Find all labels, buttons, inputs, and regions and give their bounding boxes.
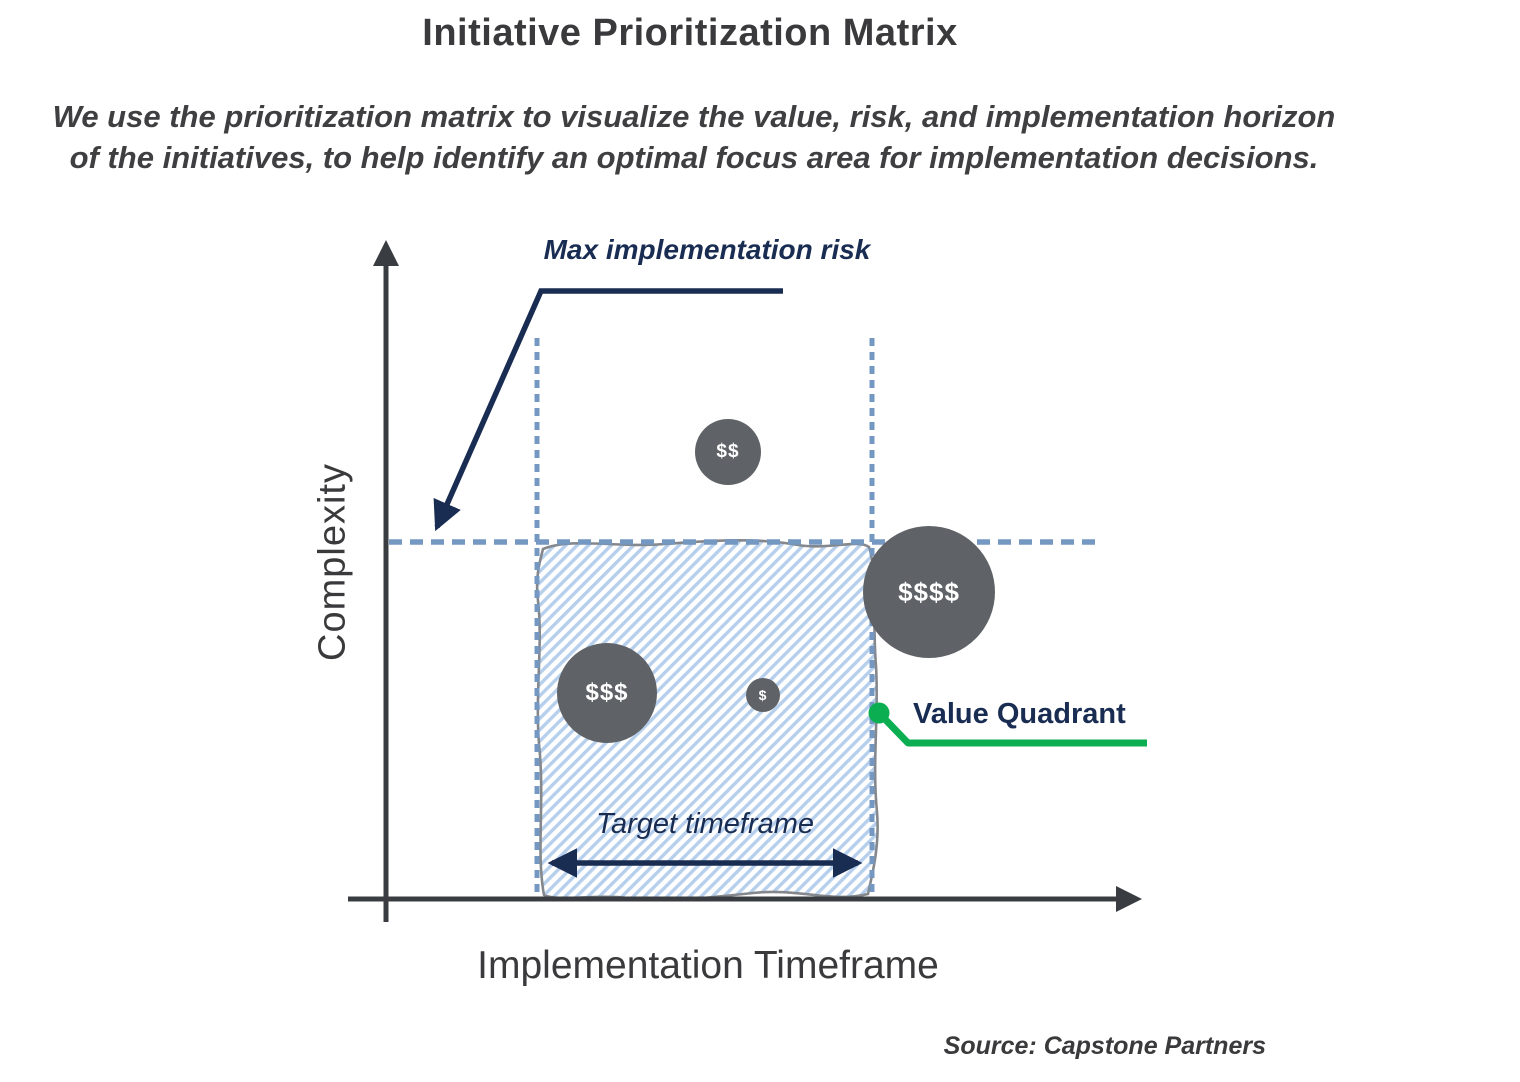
description-line-1: We use the prioritization matrix to visu… — [52, 99, 1336, 134]
initiative-bubble-2dollar: $$ — [695, 419, 761, 485]
value-quadrant-label: Value Quadrant — [913, 698, 1126, 730]
x-axis-label: Implementation Timeframe — [477, 944, 939, 987]
value-quadrant-callout-line — [876, 710, 1147, 747]
initiative-bubble-3dollar: $$$ — [557, 643, 657, 743]
y-axis-label: Complexity — [311, 463, 354, 661]
y-axis-arrowhead — [373, 240, 399, 266]
initiative-bubble-1dollar: $ — [746, 678, 780, 712]
page-title: Initiative Prioritization Matrix — [422, 12, 958, 54]
x-axis-arrowhead — [1116, 886, 1142, 912]
initiative-bubble-4dollar: $$$$ — [863, 526, 995, 658]
max-risk-callout-arrow — [433, 288, 783, 532]
target-timeframe-label: Target timeframe — [595, 808, 815, 840]
description-line-2: of the initiatives, to help identify an … — [69, 140, 1319, 175]
max-risk-label: Max implementation risk — [543, 234, 871, 265]
description: We use the prioritization matrix to visu… — [0, 96, 1388, 178]
value-quadrant-callout-dot — [868, 702, 890, 724]
source-attribution: Source: Capstone Partners — [943, 1032, 1266, 1060]
